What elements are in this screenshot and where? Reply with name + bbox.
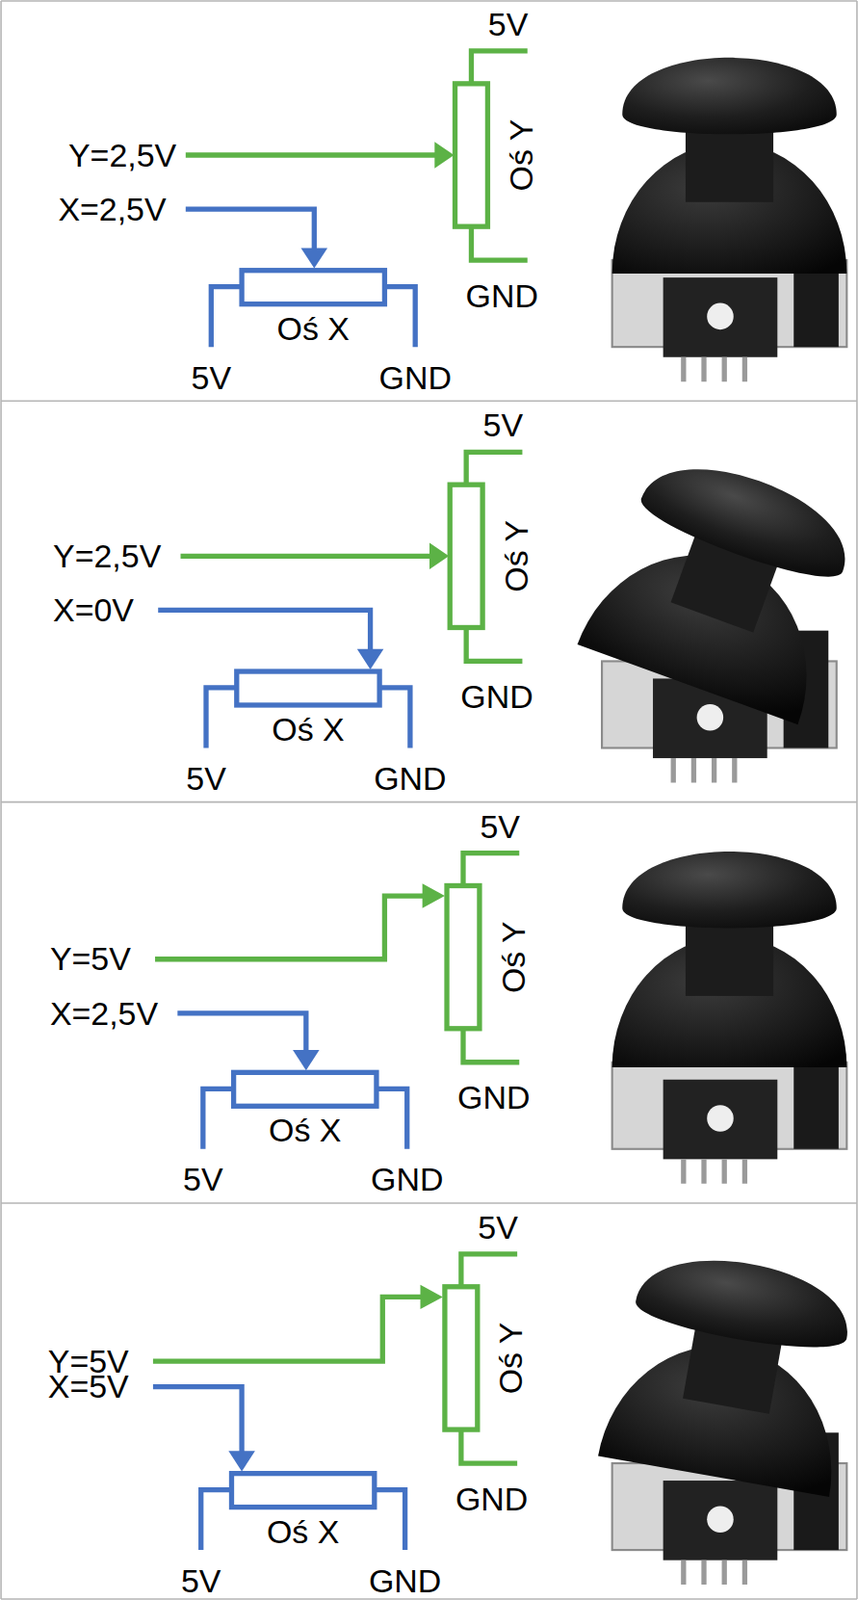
supply-label: 5V (488, 7, 528, 41)
resistor-symbol (449, 484, 483, 627)
supply-label: 5V (181, 1563, 221, 1597)
wiper-arrow (228, 1450, 256, 1471)
wiper-arrow (422, 883, 445, 908)
wiper-arrow (434, 141, 454, 169)
supply-label: 5V (479, 809, 520, 843)
joystick-photo (598, 1243, 858, 1585)
wiper-line (155, 895, 425, 960)
x-voltage-label: X=0V (52, 594, 134, 627)
y-voltage-label: Y=5V (50, 942, 131, 976)
supply-label: 5V (182, 1163, 223, 1196)
resistor-symbol (231, 1473, 374, 1508)
wiper-arrow (301, 247, 329, 268)
supply-label: 5V (477, 1210, 518, 1244)
resistor-symbol (444, 1286, 478, 1430)
wiper-line (157, 609, 370, 650)
ground-label: GND (466, 279, 539, 312)
supply-label: 5V (483, 409, 523, 442)
axis-label: Oś X (277, 312, 350, 345)
ground-label: GND (455, 1482, 528, 1515)
axis-label: Oś X (266, 1514, 339, 1548)
axis-label: Oś Y (496, 920, 530, 993)
ground-label: GND (370, 1163, 443, 1196)
wiper-line (185, 208, 314, 250)
axis-label: Oś Y (499, 520, 533, 593)
x-voltage-label: X=2,5V (50, 996, 158, 1030)
panel (185, 51, 848, 382)
wiper-line (153, 1386, 242, 1454)
wiper-arrow (429, 543, 449, 571)
wiper-arrow (292, 1049, 320, 1070)
axis-label: Oś Y (504, 119, 538, 192)
axis-label: Oś X (268, 1114, 341, 1147)
wiper-line (185, 152, 438, 157)
axis-label: Oś X (271, 712, 344, 746)
ground-label: GND (460, 680, 533, 714)
resistor-symbol (455, 83, 489, 227)
ground-label: GND (457, 1081, 530, 1115)
wiper-line (177, 1013, 306, 1052)
supply-label: 5V (185, 761, 226, 795)
ground-label: GND (373, 761, 446, 795)
joystick-photo (612, 851, 848, 1184)
y-voltage-label: Y=2,5V (52, 539, 161, 572)
y-voltage-label: Y=2,5V (68, 138, 177, 172)
axis-label: Oś Y (494, 1322, 528, 1395)
resistor-symbol (241, 270, 385, 305)
supply-label: 5V (191, 361, 232, 394)
wiper-arrow (419, 1284, 442, 1309)
wiper-line (153, 1296, 423, 1361)
wiper-line (181, 553, 433, 559)
ground-label: GND (379, 361, 452, 394)
joystick-photo (577, 441, 858, 782)
x-voltage-label: X=5V (48, 1370, 130, 1404)
x-voltage-label: X=2,5V (57, 192, 166, 226)
resistor-symbol (236, 671, 380, 705)
ground-label: GND (368, 1563, 442, 1597)
resistor-symbol (234, 1071, 377, 1106)
resistor-symbol (446, 884, 480, 1028)
wiper-arrow (357, 649, 385, 670)
joystick-photo (612, 57, 848, 382)
